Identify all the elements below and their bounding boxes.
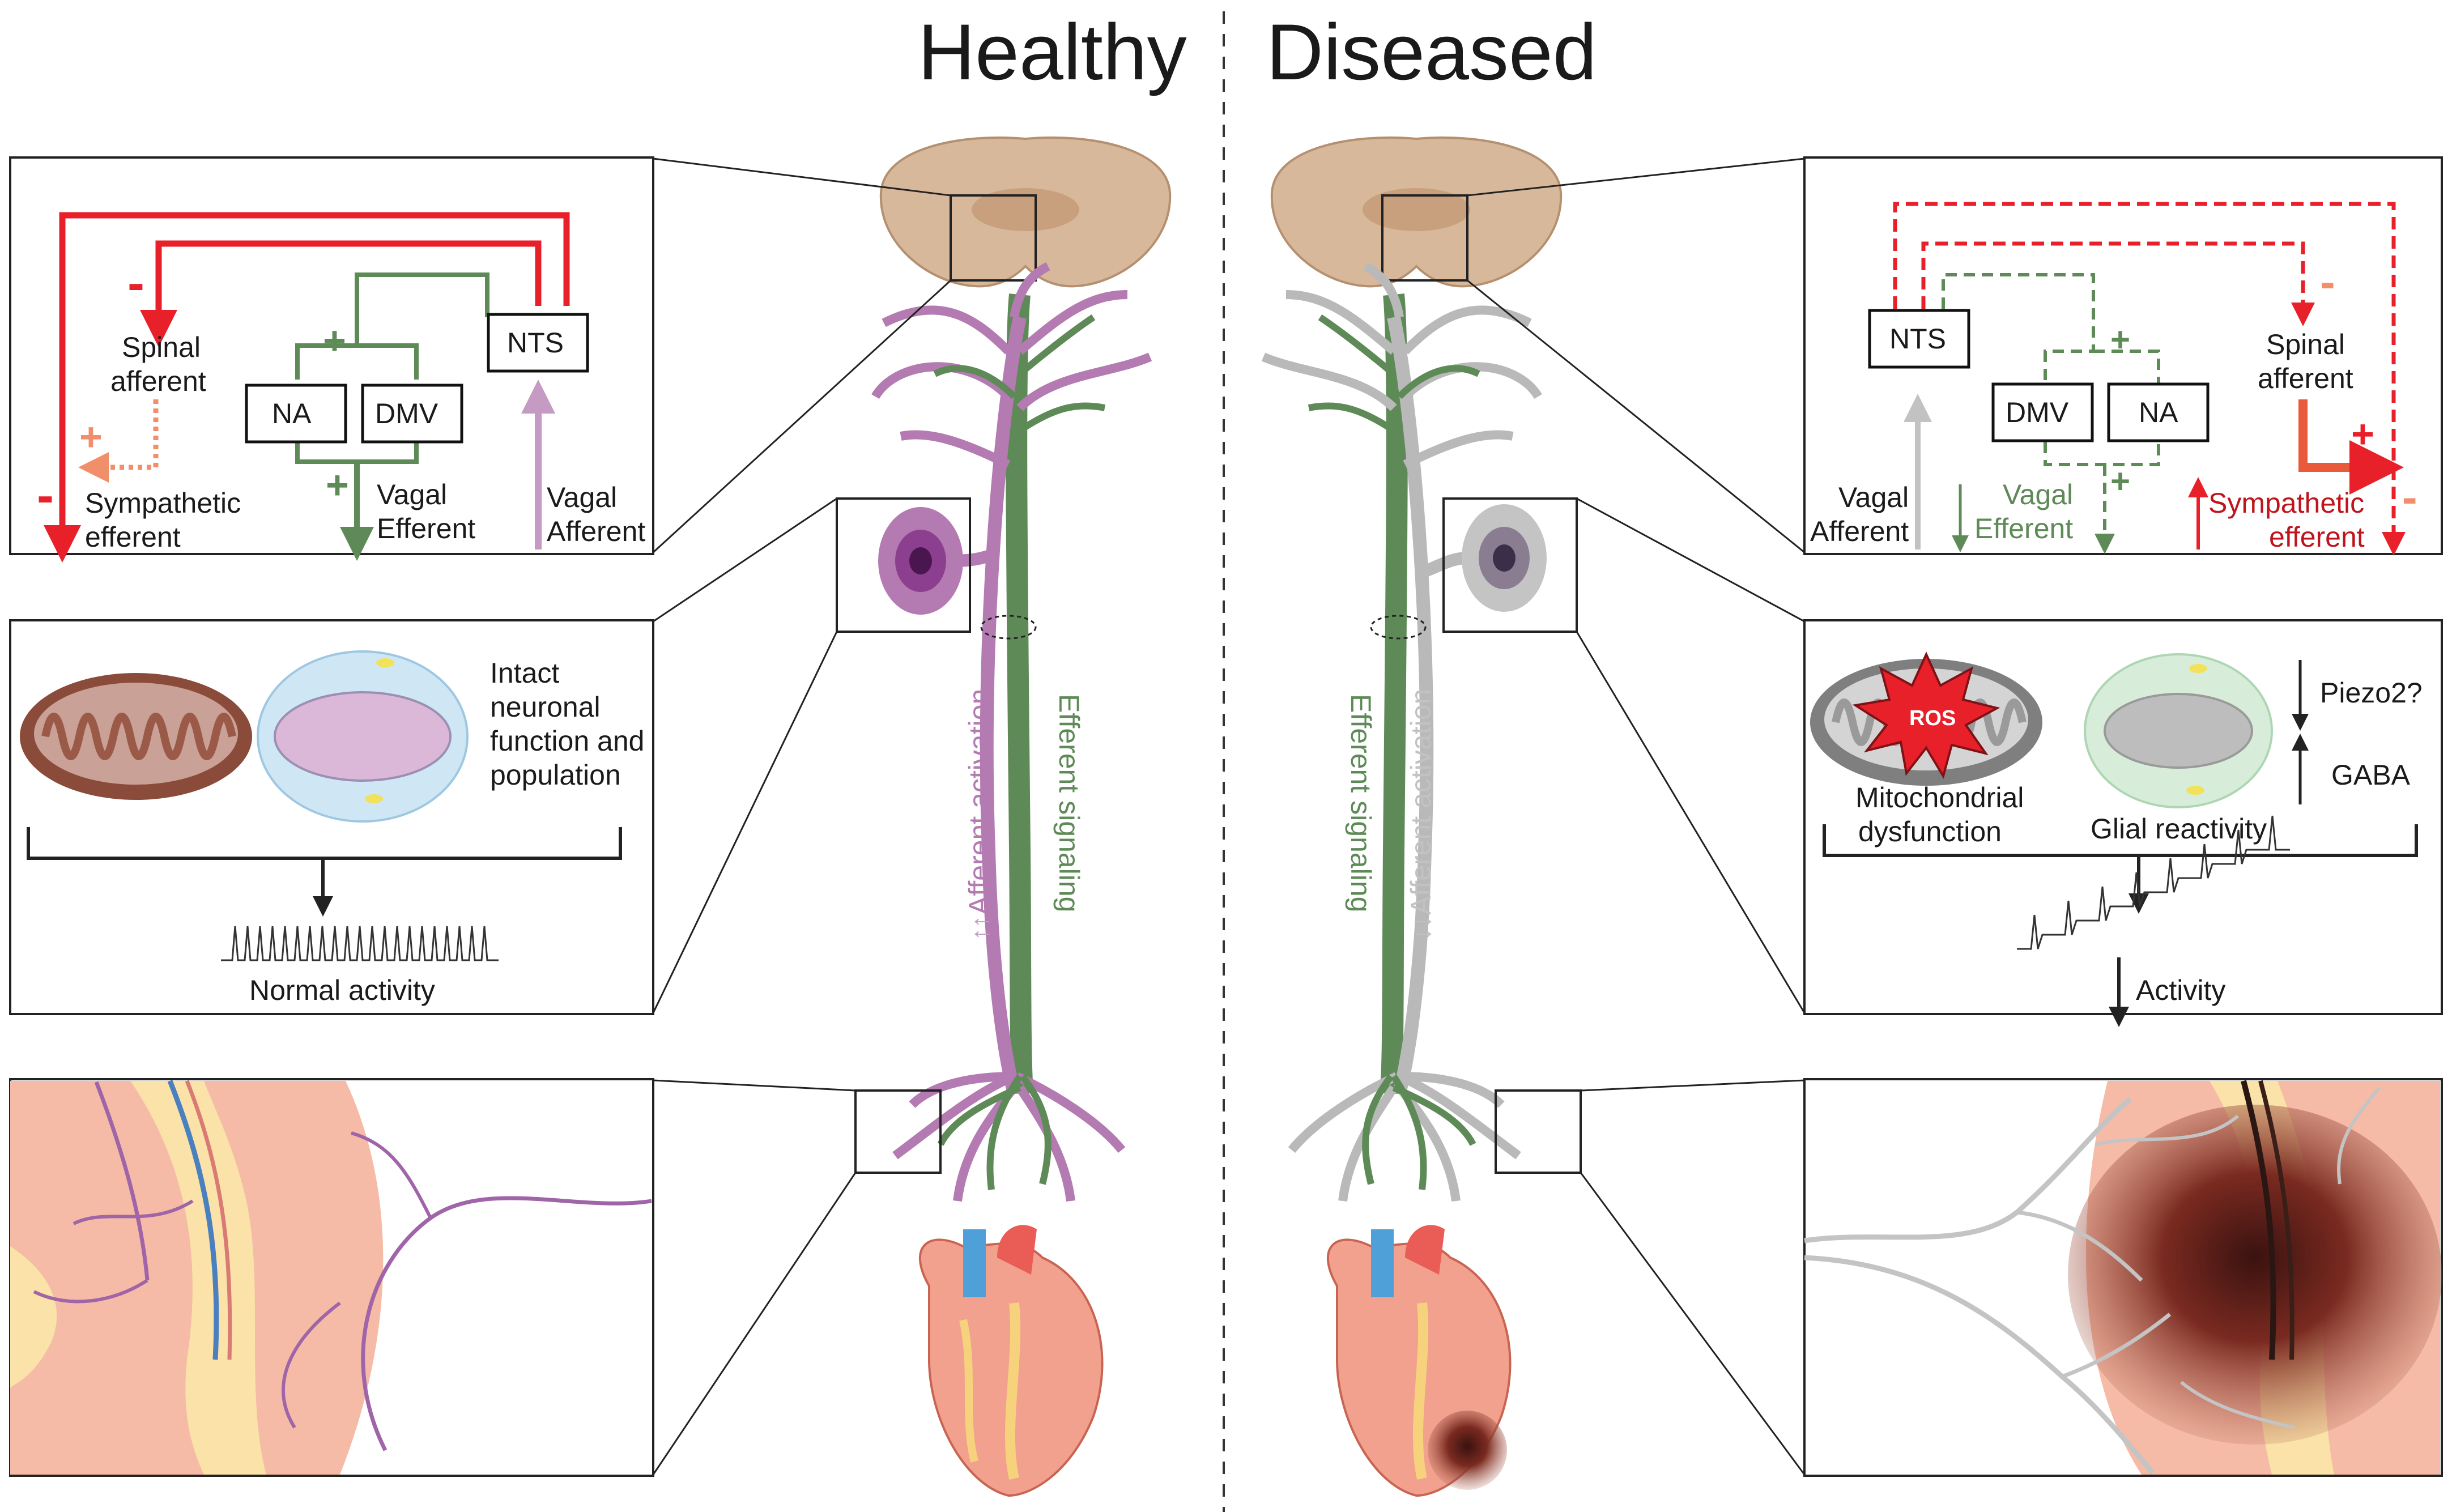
diseased-spinal-afferent-label-2: afferent — [2258, 363, 2353, 394]
piezo2-label: Piezo2? — [2320, 677, 2423, 709]
ros-burst-icon — [1852, 651, 2000, 780]
dmv-box — [361, 384, 463, 444]
vagal-efferent-label-1: Vagal — [377, 479, 447, 510]
diseased-spinal-afferent-label-1: Spinal — [2266, 329, 2345, 360]
diseased-nts-label: NTS — [1889, 323, 1946, 355]
diseased-sympathetic-efferent-label-1: Sympathetic — [2208, 487, 2364, 519]
diseased-vagal-efferent-label-2: Efferent — [1974, 513, 2073, 544]
diseased-vagal-afferent-label-2: Afferent — [1810, 516, 1909, 547]
intact-label-2: neuronal — [490, 691, 601, 723]
vagal-afferent-label-2: Afferent — [547, 516, 645, 547]
diseased-na-box — [2107, 382, 2210, 442]
na-label: NA — [272, 398, 312, 429]
ros-label: ROS — [1909, 706, 1956, 730]
mitochondrial-dysfunction-label-2: dysfunction — [1858, 816, 2002, 847]
spinal-cord-healthy-icon — [879, 136, 1172, 288]
activity-label: Activity — [2136, 974, 2225, 1006]
sympathetic-efferent-label-2: efferent — [85, 521, 181, 553]
diseased-sympathetic-efferent-label-2: efferent — [2269, 521, 2365, 553]
healthy-afferent-activation-label: Afferent activation — [963, 689, 995, 915]
minus-sign-top: - — [127, 255, 144, 312]
nts-box — [487, 313, 589, 373]
diseased-mitochondrion-icon — [1810, 651, 2042, 786]
healthy-neuron-glia-icon — [257, 650, 469, 823]
healthy-efferent-signaling-label: Efferent signaling — [1053, 694, 1085, 912]
diseased-na-label: NA — [2139, 397, 2178, 428]
intact-label-1: Intact — [490, 657, 559, 689]
dmv-label: DMV — [375, 398, 439, 429]
diseased-minus-sign-top: - — [2320, 257, 2335, 307]
diseased-afferent-arrow: ↓↓ — [1408, 915, 1436, 940]
diseased-plus-sign-green-top: + — [2110, 321, 2130, 359]
spinal-afferent-label-1: Spinal — [122, 331, 201, 363]
vagal-efferent-label-2: Efferent — [377, 513, 475, 544]
diseased-circuit-panel: - - + + NTS DMV NA Spinal afferent + Vag… — [1803, 156, 2443, 556]
diseased-efferent-signaling-label: Efferent signaling — [1345, 694, 1377, 912]
intact-label-4: population — [490, 759, 621, 791]
diseased-plus-sign-spinal: + — [2351, 412, 2374, 456]
healthy-afferent-arrow: ↑↑ — [967, 915, 994, 940]
minus-sign-bottom: - — [37, 467, 54, 524]
healthy-neuron-icon — [836, 262, 1152, 1202]
connector-lines — [652, 157, 1806, 1475]
normal-activity-label: Normal activity — [249, 974, 435, 1006]
diseased-nts-box — [1868, 309, 1970, 369]
plus-sign-spinal: + — [79, 415, 103, 459]
burst-activity-trace — [2017, 815, 2290, 950]
diseased-afferent-activation-label: Afferent activation — [1405, 689, 1437, 915]
diseased-cell-panel: ROS Mitochondrial dysfunction Glial reac… — [1803, 619, 2443, 1027]
normal-activity-trace — [221, 926, 499, 961]
infarct-area — [2068, 1105, 2442, 1445]
diseased-minus-sign-bottom: - — [2402, 472, 2417, 522]
glial-reactivity-label: Glial reactivity — [2091, 813, 2267, 845]
diseased-vagal-efferent-label-1: Vagal — [2003, 479, 2073, 510]
healthy-circuit-panel: - - Spinal afferent + Sympathetic effere… — [9, 156, 654, 563]
diseased-dmv-box — [1991, 382, 2094, 442]
spinal-cord-diseased-icon — [1270, 136, 1563, 288]
title-diseased: Diseased — [1266, 7, 1597, 96]
diseased-dmv-label: DMV — [2006, 397, 2069, 428]
nts-label: NTS — [507, 327, 564, 359]
healthy-heart-icon — [918, 1225, 1104, 1497]
title-healthy: Healthy — [918, 7, 1187, 96]
healthy-cell-panel: Intact neuronal function and population … — [9, 619, 654, 1015]
spinal-afferent-label-2: afferent — [110, 365, 206, 397]
diseased-neuron-icon — [1261, 262, 1582, 1202]
plus-sign-green-bottom: + — [326, 463, 349, 507]
diseased-heart-icon — [1326, 1225, 1512, 1497]
diseased-neuron-glia-icon — [2084, 653, 2273, 808]
gaba-label: GABA — [2331, 759, 2411, 791]
plus-sign-green-top: + — [323, 318, 346, 363]
intact-label-3: function and — [490, 725, 644, 757]
diseased-vagal-afferent-label-1: Vagal — [1838, 482, 1909, 513]
diseased-plus-sign-green-bottom: + — [2110, 462, 2130, 500]
mitochondrial-dysfunction-label-1: Mitochondrial — [1855, 782, 2024, 814]
na-box — [245, 384, 347, 444]
vagal-afferent-label-1: Vagal — [547, 482, 617, 513]
diseased-tissue-panel — [1803, 1078, 2443, 1477]
sympathetic-efferent-label-1: Sympathetic — [85, 487, 241, 519]
healthy-tissue-panel — [9, 1078, 654, 1477]
healthy-mitochondrion-icon — [20, 673, 252, 800]
